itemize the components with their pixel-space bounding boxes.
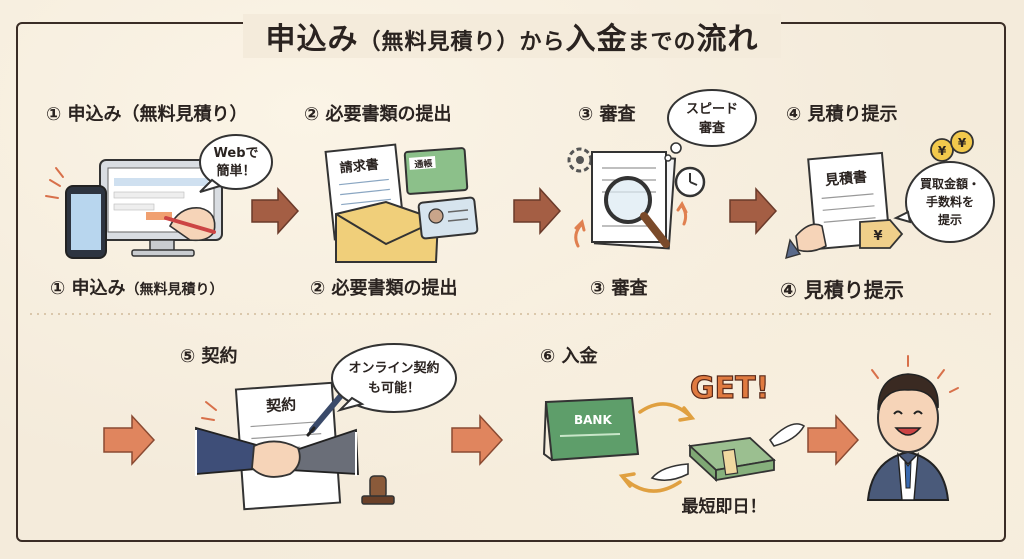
doc-title: 見積書 xyxy=(823,168,867,189)
arrow-right-icon xyxy=(251,187,300,235)
step4-title: ④ 見積り提示 xyxy=(786,104,898,125)
speech-bubble: 買取金額・ 手数料を 提示 xyxy=(893,161,995,243)
gear-icon xyxy=(567,147,593,173)
svg-text:GET!: GET! xyxy=(690,371,769,406)
speech-bubble: オンライン契約 も可能！ xyxy=(331,343,457,413)
step2-title: ② 必要書類の提出 xyxy=(304,104,452,125)
get-text: GET! xyxy=(689,370,769,406)
page-title-wrap: 申込み（無料見積り）から入金までの流れ xyxy=(0,14,1024,58)
arrow-right-icon xyxy=(103,414,156,466)
handshake-icon xyxy=(195,426,359,478)
bubble-text-line2: も可能！ xyxy=(368,380,420,396)
bubble-text-line1: オンライン契約 xyxy=(348,360,439,376)
step1-caption: ① 申込み（無料見積り） xyxy=(50,278,224,299)
arrow-right-icon xyxy=(729,187,778,235)
writing-hand-icon xyxy=(164,207,216,242)
payout-caption: 最短即日！ xyxy=(682,496,767,517)
step3-title: ③ 審査 xyxy=(578,104,636,125)
bubble-text-line2: 手数料を xyxy=(926,194,974,209)
cash-bundle-icon xyxy=(687,437,776,483)
svg-text:¥: ¥ xyxy=(958,136,967,150)
cycle-arrow-icon xyxy=(574,201,688,248)
sparkle-lines xyxy=(201,401,217,421)
step5-title: ⑤ 契約 xyxy=(180,346,238,367)
bubble-text-line2: 審査 xyxy=(698,120,726,136)
doc-title: 契約 xyxy=(265,395,297,415)
page-title: 申込み（無料見積り）から入金までの流れ xyxy=(243,14,781,58)
sparkle-lines xyxy=(871,355,959,393)
passbook-icon: 通帳 xyxy=(403,147,469,195)
step6-title: ⑥ 入金 xyxy=(540,346,598,367)
arrow-right-icon xyxy=(451,414,504,466)
arrow-right-icon xyxy=(807,414,860,466)
coin-icon: ¥ ¥ xyxy=(930,130,974,162)
curved-arrow-icon xyxy=(618,402,696,493)
pen-icon xyxy=(306,389,347,437)
step4-caption: ④ 見積り提示 xyxy=(780,278,904,302)
stamp-icon xyxy=(361,475,395,505)
step1-title: ① 申込み（無料見積り） xyxy=(46,104,248,125)
step3-caption: ③ 審査 xyxy=(590,278,648,299)
svg-text:¥: ¥ xyxy=(938,144,947,158)
magnifier-icon xyxy=(604,176,670,248)
id-card-icon xyxy=(417,196,479,240)
speech-bubble: Webで 簡単！ xyxy=(199,134,273,193)
thought-bubble: スピード 審査 xyxy=(664,89,757,162)
bank-book-icon: BANK xyxy=(542,396,640,462)
bubble-text-line1: スピード xyxy=(686,102,738,117)
hand-icon xyxy=(785,223,827,259)
price-tag-icon: ¥ xyxy=(859,219,904,249)
businessman-icon xyxy=(866,373,950,501)
sparkle-lines xyxy=(45,167,64,199)
clock-icon xyxy=(674,166,706,198)
smartphone-icon xyxy=(65,185,107,259)
wings-icon xyxy=(650,423,806,482)
arrow-right-icon xyxy=(513,187,562,235)
bubble-text-line2: 簡単！ xyxy=(215,163,255,179)
bank-label: BANK xyxy=(574,413,612,427)
doc-title: 請求書 xyxy=(339,156,379,176)
computer-icon xyxy=(99,159,223,257)
step2-caption: ② 必要書類の提出 xyxy=(310,278,458,299)
bubble-text-line1: 買取金額・ xyxy=(920,176,980,191)
bubble-text-line3: 提示 xyxy=(938,212,962,227)
tag-symbol: ¥ xyxy=(873,229,882,244)
passbook-title: 通帳 xyxy=(414,157,433,170)
bubble-text-line1: Webで xyxy=(214,146,259,161)
